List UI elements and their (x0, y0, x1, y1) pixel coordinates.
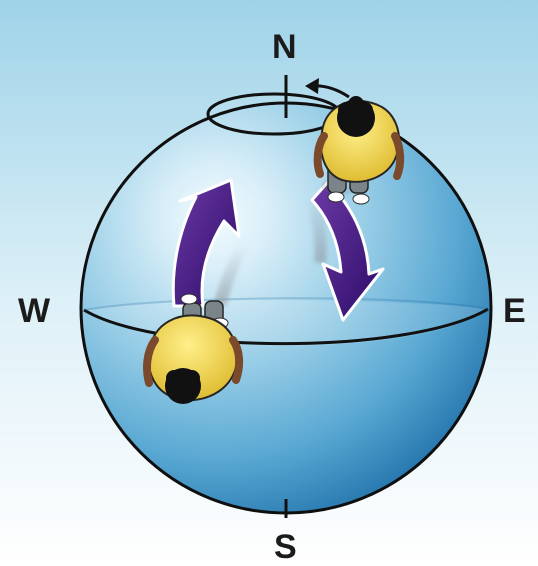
person-bottom-left-shoe (181, 294, 197, 304)
person-top-left-shoe (328, 192, 344, 202)
person-bottom-hair-right (184, 370, 200, 386)
east-label: E (503, 292, 526, 330)
person-bottom-hair-left (166, 370, 182, 386)
south-label: S (274, 528, 297, 566)
person-top-right-shoe (353, 194, 369, 204)
globe (81, 103, 491, 513)
west-label: W (18, 292, 51, 330)
person-top-hair-top (348, 96, 364, 112)
north-label: N (272, 28, 297, 66)
person-bottom-hair-bottom (175, 386, 191, 402)
